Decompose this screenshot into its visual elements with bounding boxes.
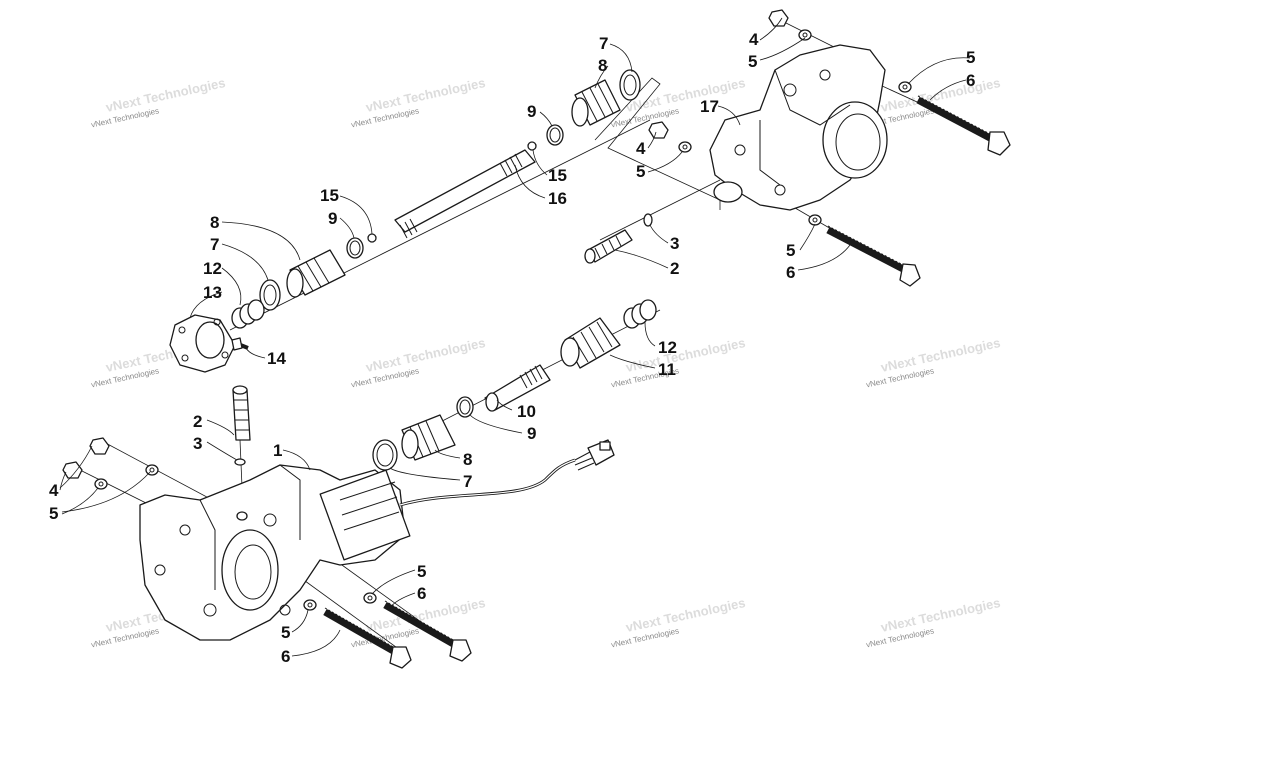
watermark-ghost: vNext Technologies [879, 595, 1001, 635]
washer-5 [145, 464, 159, 476]
callout-17: 17 [700, 97, 719, 116]
callout-4: 4 [749, 30, 759, 49]
callout-11: 11 [658, 360, 676, 379]
clamp-9 [546, 124, 564, 146]
clamp-3 [643, 213, 653, 227]
watermark-ghost: vNext Technologies [879, 335, 1001, 375]
spring-12 [231, 299, 265, 329]
bolt-6 [826, 225, 921, 287]
watermark-ghost: vNext Technologies [624, 75, 746, 115]
callout-7: 7 [463, 472, 472, 491]
callout-3: 3 [670, 234, 679, 253]
callout-1: 1 [273, 441, 282, 460]
boot-11 [560, 317, 621, 369]
flange-13 [169, 314, 236, 373]
callout-12: 12 [658, 338, 677, 357]
boot-8 [571, 79, 621, 127]
callout-5: 5 [748, 52, 757, 71]
washer-5 [898, 81, 912, 93]
rear-gear-case-17 [709, 44, 888, 211]
callout-6: 6 [966, 71, 975, 90]
watermark: vNext Technologies vNext Technologies [865, 595, 1001, 650]
washer-5 [808, 214, 822, 226]
clamp-3 [234, 458, 246, 466]
watermark-ghost: vNext Technologies [624, 595, 746, 635]
nut-4 [648, 121, 669, 139]
boot-8 [286, 249, 346, 298]
callout-2: 2 [670, 259, 679, 278]
leader-lines [59, 17, 971, 657]
watermark-ghost: vNext Technologies [364, 335, 486, 375]
vent-hose-2 [232, 385, 251, 441]
pinion-shaft-10 [484, 364, 551, 412]
screw-14 [231, 337, 249, 351]
callout-8: 8 [210, 213, 219, 232]
bolt-6 [916, 95, 1011, 156]
callout-8: 8 [463, 450, 472, 469]
callout-3: 3 [193, 434, 202, 453]
watermark: vNext Technologies vNext Technologies [610, 595, 746, 650]
clamp-9 [456, 396, 474, 418]
callout-5: 5 [417, 562, 426, 581]
watermark: vNext Technologies vNext Technologies [610, 335, 746, 390]
callout-8: 8 [598, 56, 607, 75]
washer-5 [303, 599, 317, 611]
callout-5: 5 [636, 162, 645, 181]
callout-6: 6 [786, 263, 795, 282]
callout-6: 6 [417, 584, 426, 603]
callout-5: 5 [786, 241, 795, 260]
washer-5 [363, 592, 377, 604]
callout-12: 12 [203, 259, 222, 278]
callout-14: 14 [267, 349, 286, 368]
watermark: vNext Technologies vNext Technologies [90, 75, 226, 130]
callout-5: 5 [966, 48, 975, 67]
callout-9: 9 [527, 424, 536, 443]
callout-15: 15 [548, 166, 567, 185]
watermark: vNext Technologies vNext Technologies [865, 335, 1001, 390]
watermark: vNext Technologies vNext Technologies [350, 75, 486, 130]
vent-hose-2 [584, 229, 633, 264]
callout-4: 4 [49, 481, 59, 500]
clamp-9 [346, 237, 364, 259]
callout-16: 16 [548, 189, 567, 208]
nut-4 [89, 437, 110, 455]
watermark-ghost: vNext Technologies [104, 75, 226, 115]
callout-labels: 4 5 5 6 17 7 8 9 4 5 15 16 3 2 5 6 15 9 … [49, 30, 975, 666]
drive-shaft-16 [394, 149, 536, 239]
bolt-6 [323, 607, 412, 669]
pin-15 [367, 233, 377, 243]
front-gear-case-1 [139, 464, 411, 641]
watermark-ghost: vNext Technologies [624, 335, 746, 375]
watermark-ghost: vNext Technologies [364, 75, 486, 115]
callout-4: 4 [636, 139, 646, 158]
watermark: vNext Technologies vNext Technologies [350, 335, 486, 390]
washer-5 [678, 141, 692, 153]
nut-4 [768, 9, 789, 27]
callout-6: 6 [281, 647, 290, 666]
callout-9: 9 [328, 209, 337, 228]
pin-15 [527, 141, 537, 151]
ring-7 [619, 69, 641, 101]
callout-13: 13 [203, 283, 222, 302]
nut-4 [62, 461, 83, 479]
callout-7: 7 [210, 235, 219, 254]
washer-5 [94, 478, 108, 490]
ring-7 [372, 439, 398, 471]
callout-2: 2 [193, 412, 202, 431]
callout-9: 9 [527, 102, 536, 121]
callout-7: 7 [599, 34, 608, 53]
spring-12 [623, 299, 657, 329]
ring-7 [259, 279, 281, 311]
callout-10: 10 [517, 402, 536, 421]
callout-5: 5 [281, 623, 290, 642]
callout-5: 5 [49, 504, 58, 523]
washer-5 [798, 29, 812, 41]
boot-8 [401, 414, 456, 461]
bolt-6 [383, 600, 472, 662]
callout-15: 15 [320, 186, 339, 205]
wire-harness [399, 439, 615, 507]
